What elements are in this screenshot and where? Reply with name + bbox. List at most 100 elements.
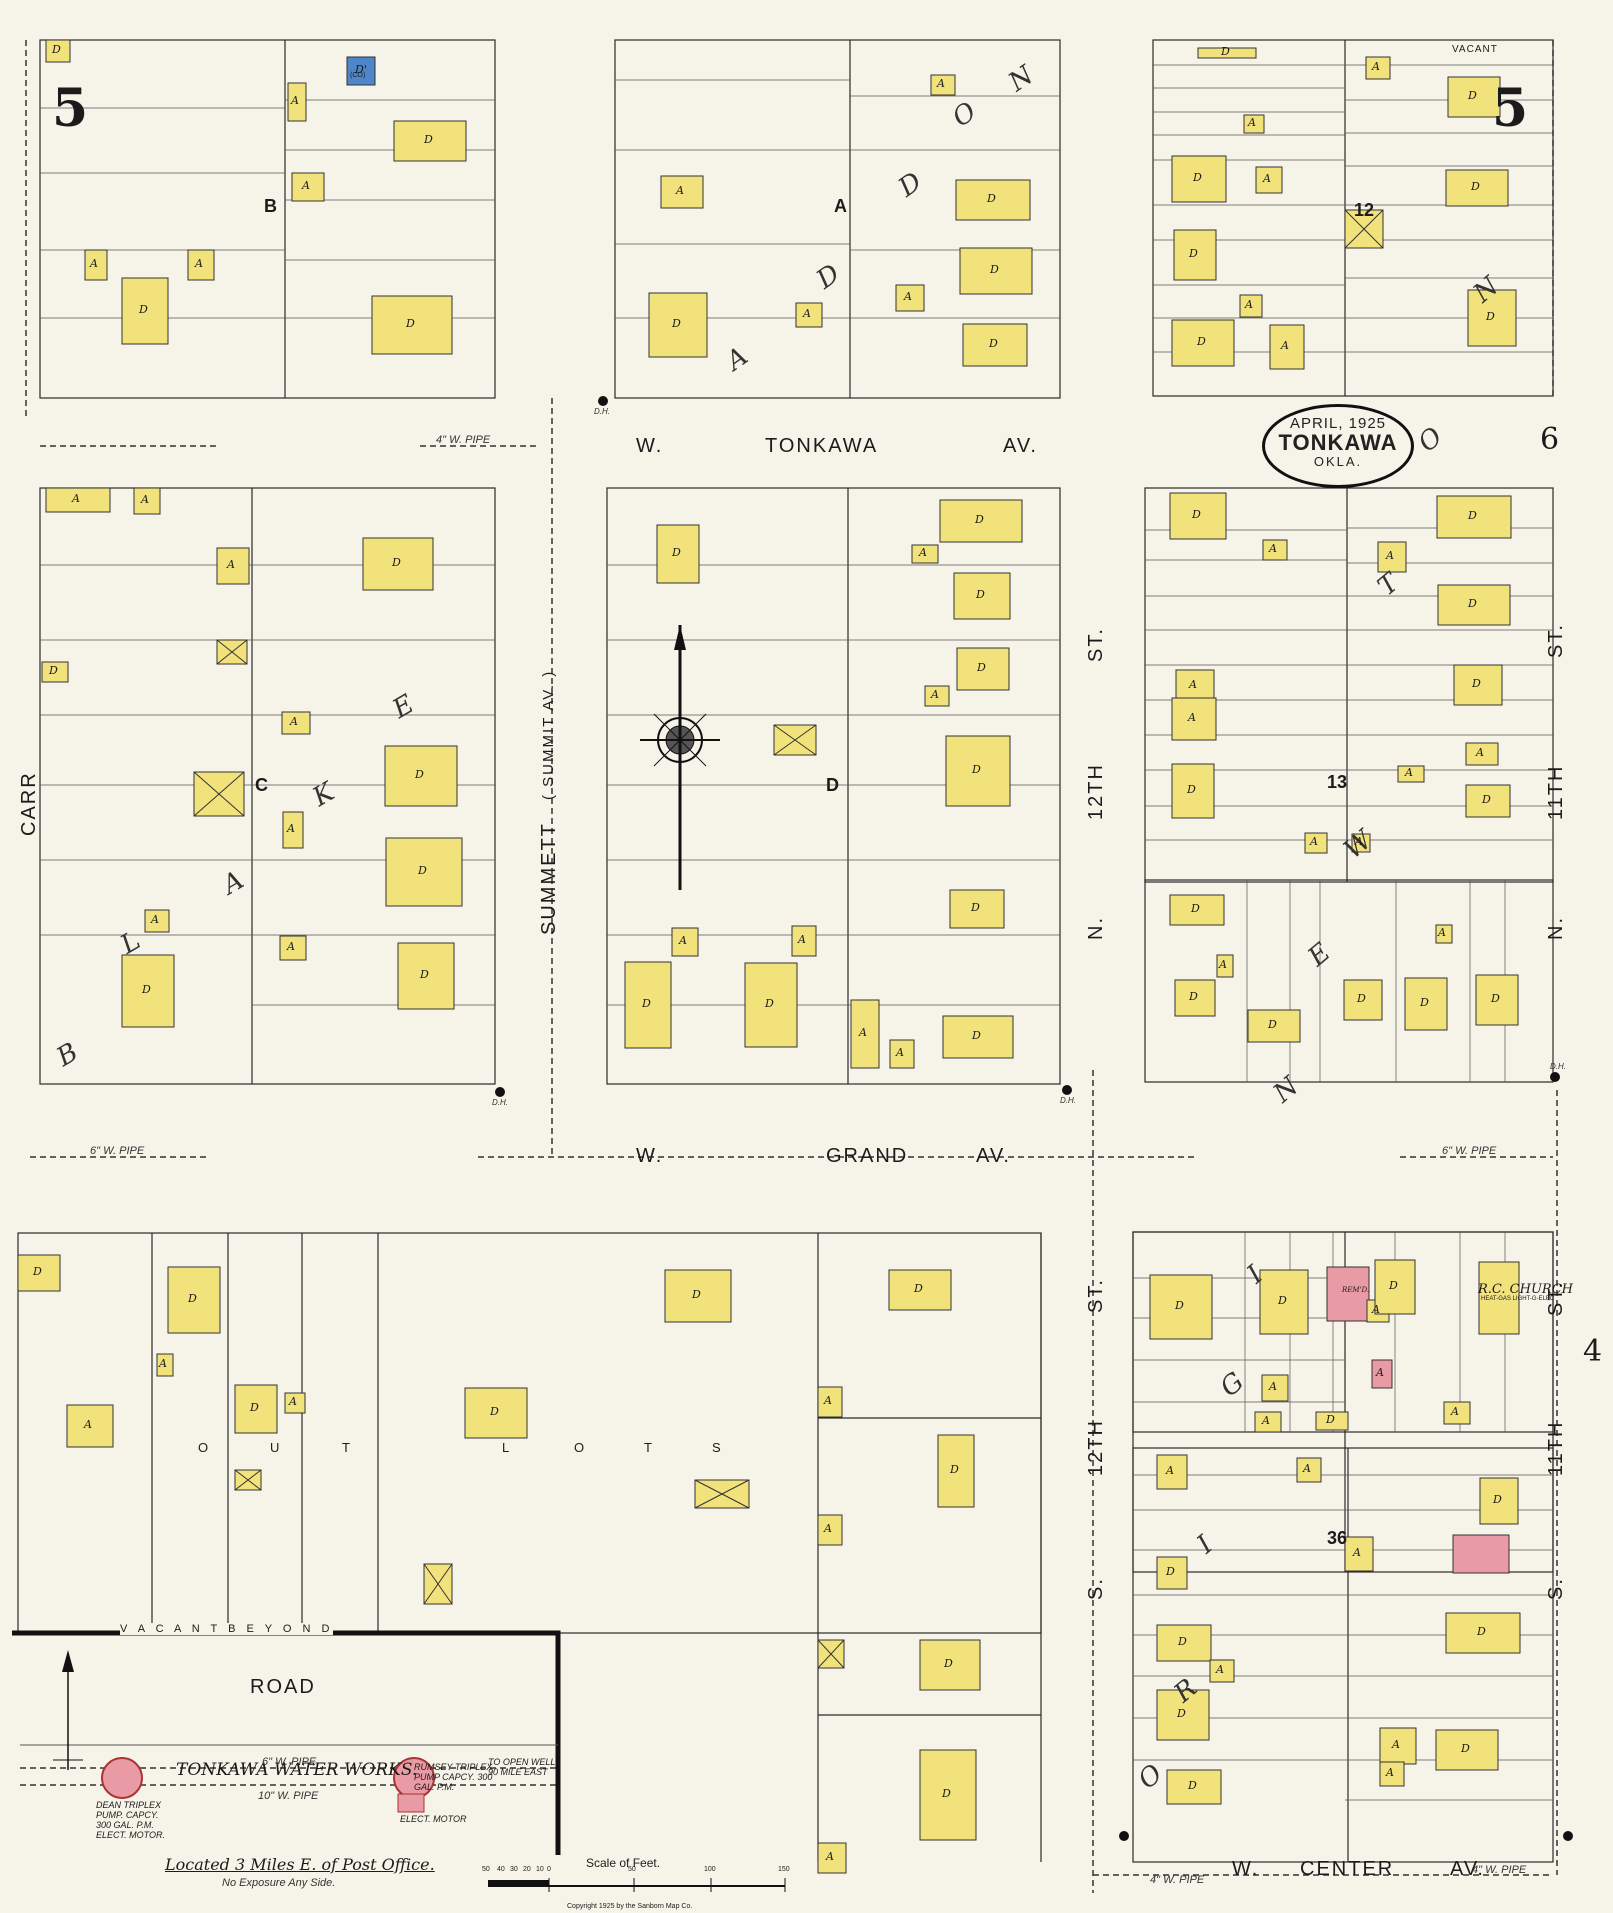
auto-house-mark: A [1245, 298, 1253, 311]
vacant-beyond-note: V A C A N T B E Y O N D [120, 1623, 334, 1635]
dwelling-mark: D [1166, 1565, 1175, 1578]
frame-building [817, 1386, 843, 1418]
brick-building [1371, 1359, 1393, 1389]
auto-house-mark: A [141, 493, 149, 506]
frame-building [1261, 1374, 1289, 1402]
frame-building [393, 120, 467, 162]
outlots-letter: T [644, 1440, 654, 1455]
frame-building [1478, 1261, 1520, 1335]
dwelling-mark: D [975, 513, 984, 526]
frame-building [1447, 76, 1501, 118]
church-detail: HEAT-GAS LIGHT-G-ELEC [1481, 1296, 1555, 1302]
outlots-letter: L [502, 1440, 512, 1455]
frame-building [17, 1254, 61, 1292]
scale-tick: 150 [778, 1866, 790, 1873]
pipe-label: 6" W. PIPE [262, 1756, 317, 1768]
street-label: W. [636, 1145, 664, 1167]
auto-house-mark: A [1269, 542, 1277, 555]
auto-house-mark: A [1166, 1464, 1174, 1477]
dwelling-mark: D [1493, 1493, 1502, 1506]
frame-building [1156, 1454, 1188, 1490]
stamp-state: OKLA. [1313, 454, 1363, 469]
frame-building [279, 935, 307, 961]
hydrant-label: D.H. [594, 407, 610, 416]
hydrants [495, 396, 1573, 1841]
frame-building [1169, 492, 1227, 540]
street-label: N. [1545, 916, 1567, 940]
frame-building [1171, 763, 1215, 819]
street-label: 11TH [1545, 764, 1567, 820]
frame-building [1443, 1401, 1471, 1425]
frame-building [282, 811, 304, 849]
auto-house-mark: A [1386, 549, 1394, 562]
street-label: 11TH [1545, 1420, 1567, 1476]
auto-house-mark: A [287, 940, 295, 953]
frame-building [1171, 697, 1217, 741]
dwelling-mark: D [950, 1463, 959, 1476]
auto-house-mark: A [679, 934, 687, 947]
street-label: AV. [1450, 1858, 1485, 1880]
pipe-label: 4" W. PIPE [436, 434, 491, 446]
street-label: AV. [1003, 435, 1038, 457]
dwelling-mark: D [976, 588, 985, 601]
frame-building [1296, 1457, 1322, 1483]
title-stamp: APRIL, 1925 TONKAWA OKLA. [1262, 404, 1414, 488]
dwelling-mark: D [944, 1657, 953, 1670]
block-label: 12 [1354, 200, 1375, 220]
frame-building [133, 487, 161, 515]
auto-house-mark: A [919, 546, 927, 559]
block-outline [1144, 487, 1554, 883]
dwelling-mark: D [977, 661, 986, 674]
dwelling-mark: D [692, 1288, 701, 1301]
auto-house-mark: A [195, 257, 203, 270]
frame-building [660, 175, 704, 209]
frame-building [937, 1434, 975, 1508]
frame-building [1445, 1612, 1521, 1654]
frame-building [1197, 47, 1257, 59]
block-outline [614, 39, 1061, 399]
auto-house-mark: A [1372, 60, 1380, 73]
frame-building [817, 1842, 847, 1874]
dwelling-mark: D [1477, 1625, 1486, 1638]
street-label: S. [1085, 1577, 1107, 1600]
auto-house-mark: A [302, 179, 310, 192]
outlots-letter: O [574, 1440, 587, 1455]
frame-building [1351, 833, 1371, 853]
dwelling-mark: D [424, 133, 433, 146]
outbuilding-cross [193, 771, 245, 817]
block-outline [1144, 879, 1554, 1083]
scale-tick: 0 [547, 1866, 551, 1873]
auto-house-mark: A [72, 492, 80, 505]
frame-building [962, 323, 1028, 367]
auto-house-mark: A [1269, 1380, 1277, 1393]
dwelling-mark: D [1468, 89, 1477, 102]
frame-building [1397, 765, 1425, 783]
frame-building [1166, 1769, 1222, 1805]
frame-building [945, 735, 1011, 807]
outbuilding-cross [694, 1479, 750, 1509]
frame-building [624, 961, 672, 1049]
dwelling-mark: D [1178, 1635, 1187, 1648]
block-outline [1152, 39, 1554, 397]
auto-house-mark: A [290, 715, 298, 728]
dwelling-mark: D [392, 556, 401, 569]
frame-building [1379, 1727, 1417, 1765]
stamp-city: TONKAWA [1278, 430, 1398, 455]
auto-house-mark: A [937, 77, 945, 90]
block-label: 36 [1327, 1528, 1348, 1548]
street-label: N. [1085, 916, 1107, 940]
frame-building [284, 1392, 306, 1414]
frame-building [1445, 169, 1509, 207]
frame-building [1243, 114, 1265, 134]
frame-building [956, 647, 1010, 691]
auto-house-mark: A [1303, 1462, 1311, 1475]
block-label: C [255, 775, 268, 795]
frame-building [1465, 784, 1511, 818]
frame-building [919, 1749, 977, 1841]
north-arrow [53, 1650, 83, 1770]
frame-building [84, 249, 108, 281]
pipe-label: 4" W. PIPE [1150, 1874, 1205, 1886]
scale-tick: 100 [704, 1866, 716, 1873]
frame-building [939, 499, 1023, 543]
frame-building [1465, 742, 1499, 766]
